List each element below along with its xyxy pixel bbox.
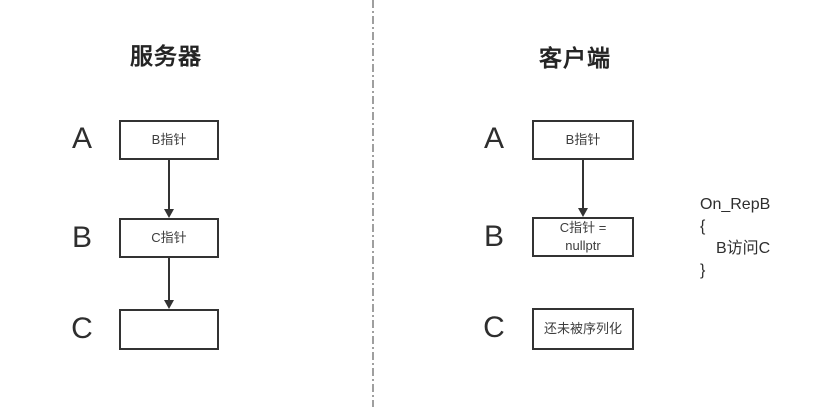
- code-note-function-name: On_RepB: [700, 196, 771, 213]
- code-note-open-brace: {: [700, 218, 706, 235]
- client-title: 客户端: [539, 45, 611, 71]
- arrow-down-icon: [578, 208, 588, 217]
- section-divider-line: [372, 0, 374, 407]
- server-label-a: A: [71, 122, 92, 155]
- server-box-b: C指针: [119, 218, 219, 258]
- code-note-close-brace: }: [700, 262, 706, 279]
- arrow-down-icon: [164, 300, 174, 309]
- server-label-c: C: [71, 312, 93, 345]
- server-arrow-b-to-c: [163, 258, 175, 309]
- arrow-shaft: [168, 160, 170, 211]
- server-arrow-a-to-b: [163, 160, 175, 218]
- server-label-b: B: [71, 221, 92, 254]
- arrow-shaft: [168, 258, 170, 302]
- arrow-down-icon: [164, 209, 174, 218]
- code-note-body: B访问C: [716, 240, 771, 257]
- client-arrow-a-to-b: [577, 160, 589, 217]
- client-label-c: C: [483, 311, 505, 344]
- client-box-a: B指针: [532, 120, 634, 160]
- server-box-a: B指针: [119, 120, 219, 160]
- arrow-shaft: [582, 160, 584, 210]
- server-title: 服务器: [130, 43, 202, 69]
- client-box-c: 还未被序列化: [532, 308, 634, 350]
- server-box-c: [119, 309, 219, 350]
- client-label-a: A: [483, 122, 504, 155]
- client-box-b: C指针 = nullptr: [532, 217, 634, 257]
- client-label-b: B: [483, 220, 504, 253]
- code-note: On_RepB { B访问C }: [700, 194, 770, 282]
